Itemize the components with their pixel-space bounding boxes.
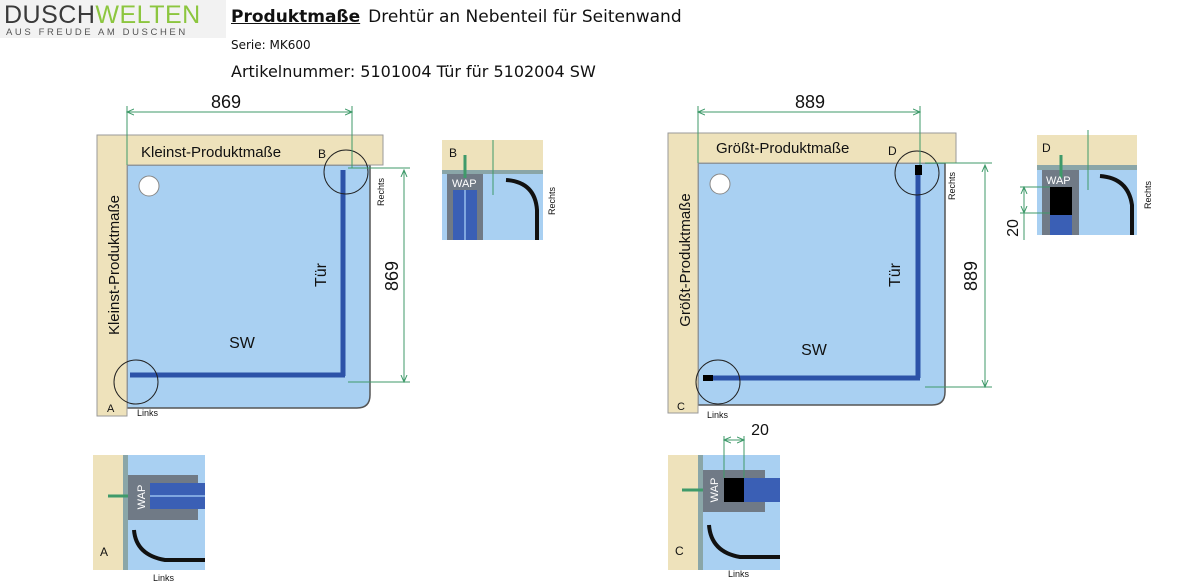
detail-b: B WAP Rechts bbox=[442, 140, 557, 240]
detail-d: D WAP Rechts 20 bbox=[1005, 130, 1153, 240]
corner-a: A bbox=[107, 403, 115, 415]
logo-tagline: AUS FREUDE AM DUSCHEN bbox=[6, 27, 188, 38]
title-rest: Drehtür an Nebenteil für Seitenwand bbox=[368, 7, 682, 27]
detail-side: Links bbox=[153, 573, 175, 583]
wap-label: WAP bbox=[452, 178, 477, 190]
wap-label: WAP bbox=[709, 478, 721, 503]
back-wall bbox=[96, 134, 384, 166]
depth-value: 869 bbox=[382, 261, 402, 291]
detail-a: WAP A Links bbox=[93, 455, 205, 583]
top-label: Kleinst-Produktmaße bbox=[141, 144, 281, 161]
top-label: Größt-Produktmaße bbox=[716, 140, 849, 157]
side-label: Kleinst-Produktmaße bbox=[106, 195, 123, 335]
left-side-label: Links bbox=[137, 408, 159, 418]
page-title: Produktmaße Drehtür an Nebenteil für Seit… bbox=[231, 7, 682, 27]
offset-value: 20 bbox=[751, 422, 769, 439]
detail-corner: C bbox=[675, 544, 684, 558]
detail-corner: A bbox=[100, 545, 108, 559]
detail-c: 20 WAP C Links bbox=[668, 422, 780, 579]
sidewall-label: SW bbox=[801, 342, 828, 359]
door-label: Tür bbox=[313, 262, 330, 287]
door-label: Tür bbox=[887, 262, 904, 287]
detail-side: Links bbox=[728, 569, 750, 579]
detail-side: Rechts bbox=[1143, 180, 1153, 209]
width-value: 869 bbox=[211, 92, 241, 112]
offset-value: 20 bbox=[1005, 219, 1022, 237]
detail-corner: D bbox=[1042, 141, 1051, 155]
article-number: Artikelnummer: 5101004 Tür für 5102004 S… bbox=[231, 62, 596, 81]
series-label: Serie: MK600 bbox=[231, 38, 311, 52]
wap-label: WAP bbox=[136, 485, 148, 510]
corner-b: B bbox=[318, 147, 326, 161]
detail-side: Rechts bbox=[547, 186, 557, 215]
shower-tray bbox=[126, 164, 371, 409]
detail-circle-b bbox=[323, 149, 369, 195]
width-value: 889 bbox=[795, 92, 825, 112]
side-wall bbox=[667, 132, 699, 414]
corner-d: D bbox=[888, 144, 897, 158]
detail-circle-c bbox=[695, 359, 741, 405]
plan-maximum: 889 889 Größt-Produktmaße Größt-Produktm… bbox=[667, 92, 992, 420]
depth-value: 889 bbox=[961, 261, 981, 291]
detail-corner: B bbox=[449, 146, 457, 160]
side-label: Größt-Produktmaße bbox=[677, 193, 694, 326]
drain-icon bbox=[709, 173, 731, 195]
title-bold: Produktmaße bbox=[231, 7, 361, 27]
plan-minimum: 869 869 Kleinst-Produktmaße Kleinst-Prod… bbox=[96, 92, 410, 418]
shower-tray bbox=[697, 162, 946, 406]
right-side-label: Rechts bbox=[376, 177, 386, 206]
drain-icon bbox=[138, 175, 160, 197]
detail-circle-d bbox=[894, 150, 940, 196]
sidewall-label: SW bbox=[229, 335, 256, 352]
back-wall bbox=[667, 132, 957, 164]
left-side-label: Links bbox=[707, 410, 729, 420]
wap-label: WAP bbox=[1046, 175, 1071, 187]
logo-text: DUSCHWELTEN bbox=[4, 1, 201, 29]
right-side-label: Rechts bbox=[947, 171, 957, 200]
detail-circle-a bbox=[113, 359, 159, 405]
brand-logo: DUSCHWELTEN AUS FREUDE AM DUSCHEN bbox=[0, 0, 226, 38]
side-wall bbox=[96, 134, 128, 417]
corner-c: C bbox=[677, 401, 685, 413]
